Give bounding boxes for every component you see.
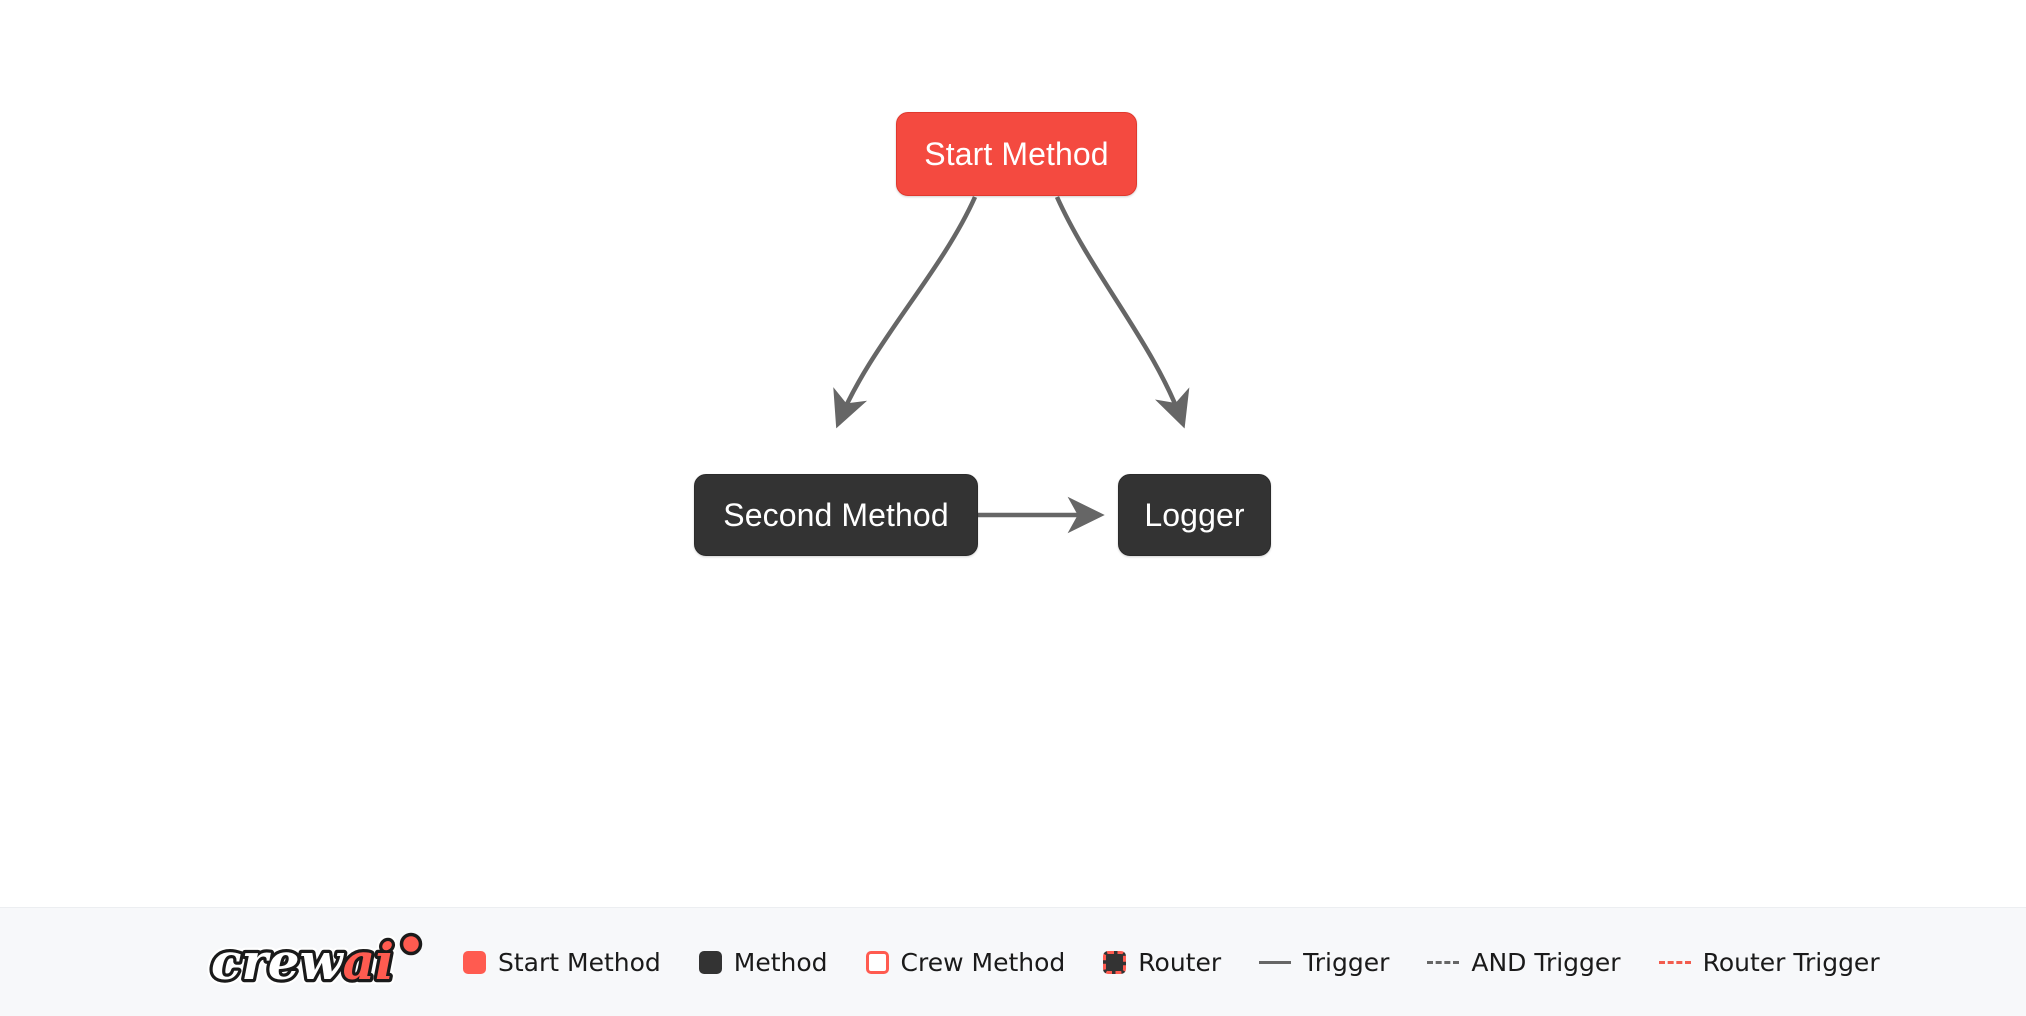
legend-label: Trigger: [1303, 947, 1390, 977]
logo-halo: crewai: [211, 932, 394, 991]
legend-item-crew-method[interactable]: Crew Method: [865, 947, 1066, 977]
logo-outline: crewai: [211, 932, 394, 991]
legend-bar: crewai crewai crewai Start Method Method…: [0, 907, 2026, 1016]
legend-item-router-trigger[interactable]: Router Trigger: [1658, 947, 1880, 977]
edge-start-to-second: [833, 196, 978, 429]
legend-item-trigger[interactable]: Trigger: [1259, 950, 1389, 975]
logo-dot: [399, 932, 423, 956]
router-trigger-line-icon: [1658, 960, 1691, 964]
flow-node-logger[interactable]: Logger: [1118, 474, 1271, 556]
legend-label: Crew Method: [900, 947, 1066, 977]
flow-node-label: Second Method: [723, 497, 949, 533]
start-method-swatch-icon: [463, 950, 486, 974]
edge-start-to-logger: [1054, 196, 1190, 429]
crewai-logo[interactable]: crewai crewai crewai: [205, 931, 433, 993]
legend-label: Router Trigger: [1702, 947, 1880, 977]
and-trigger-line-icon: [1427, 960, 1460, 964]
flow-node-label: Start Method: [924, 136, 1109, 172]
method-swatch-icon: [698, 950, 722, 974]
legend-item-method[interactable]: Method: [698, 947, 828, 977]
flow-canvas[interactable]: Start Method Second Method Logger: [0, 0, 2026, 907]
trigger-line-icon: [1259, 960, 1292, 964]
flow-node-start-method[interactable]: Start Method: [896, 112, 1137, 196]
legend-item-router[interactable]: Router: [1103, 950, 1221, 975]
legend-label: AND Trigger: [1471, 947, 1621, 977]
legend-label: Start Method: [498, 947, 661, 977]
legend-label: Router: [1138, 947, 1222, 977]
logo-crew: crewai: [211, 932, 394, 991]
router-swatch-icon: [1103, 950, 1127, 974]
legend-item-and-trigger[interactable]: AND Trigger: [1427, 947, 1621, 977]
legend-item-start-method[interactable]: Start Method: [463, 950, 661, 975]
flow-node-second-method[interactable]: Second Method: [694, 474, 978, 556]
crew-method-swatch-icon: [865, 950, 889, 974]
flow-node-label: Logger: [1144, 497, 1245, 533]
legend-label: Method: [733, 947, 828, 977]
legend-items: Start Method Method Crew Method Router T…: [463, 950, 1880, 975]
